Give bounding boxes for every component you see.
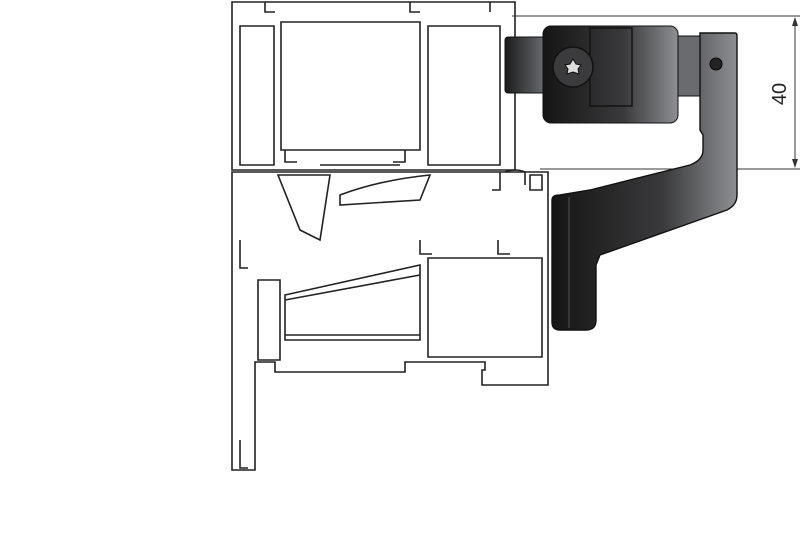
frame-chamber-right (427, 257, 543, 358)
sash-chamber-left (239, 25, 275, 166)
frame-thermal-break (284, 264, 421, 341)
hinge-pin-bar (504, 36, 548, 94)
hinge-arm (551, 32, 738, 331)
gasket-triangle (276, 174, 331, 242)
frame-inner-lines (284, 274, 421, 336)
frame-outer (231, 171, 549, 471)
frame-hooks (239, 172, 501, 469)
sash-chamber-right (427, 25, 501, 166)
hinge-spring (677, 35, 701, 97)
hinge-pivot-icon (709, 57, 723, 71)
frame-seal (504, 169, 543, 191)
sash-chamber-center (280, 21, 421, 151)
dimension-label: 40 (769, 83, 791, 105)
sash-bottom-hooks (284, 150, 406, 166)
frame-clips (419, 240, 510, 255)
sash-top-hooks (264, 2, 491, 13)
hinge-hardware (504, 25, 738, 331)
window-profile (231, 1, 549, 471)
dimension-40: 40 (512, 15, 800, 170)
frame-chamber-left (257, 279, 281, 361)
torx-head-icon (564, 58, 582, 75)
gasket-strip (339, 174, 432, 206)
